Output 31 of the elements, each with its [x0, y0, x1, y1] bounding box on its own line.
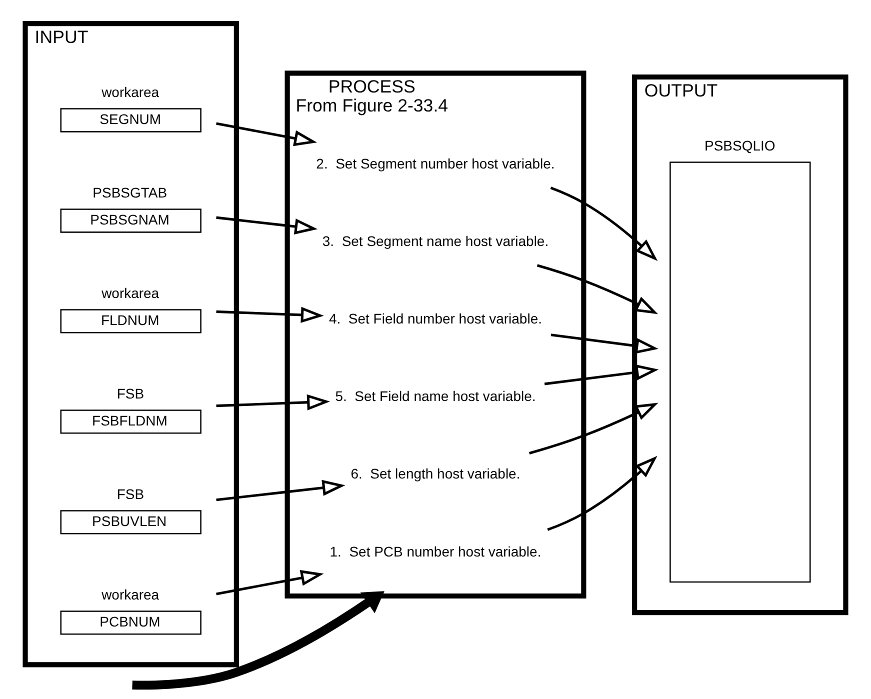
node-label: workarea — [102, 285, 160, 302]
node-box: FLDNUM — [60, 309, 202, 334]
node-text: 1. Set PCB number host variable. — [330, 543, 542, 560]
node-label: PSBSQLIO — [704, 138, 776, 154]
node-label: FSB — [116, 486, 144, 502]
arrow — [216, 122, 318, 146]
node-label: FSB — [116, 386, 144, 402]
arrow — [547, 456, 658, 531]
arrow — [536, 264, 658, 314]
node-text: 4. Set Field number host variable. — [329, 310, 542, 327]
arrow — [550, 334, 658, 354]
node-box: SEGNUM — [60, 108, 202, 132]
node-box: PSBSGNAM — [60, 208, 202, 233]
arrow — [132, 591, 384, 690]
node-text: 6. Set length host variable. — [350, 466, 520, 482]
node-text: 5. Set Field name host variable. — [335, 388, 536, 404]
node-text: 2. Set Segment number host variable. — [316, 155, 555, 172]
node-box: PCBNUM — [60, 610, 202, 635]
arrow — [529, 402, 658, 454]
node-box — [670, 162, 811, 583]
arrow — [216, 394, 330, 410]
node-box: FSBFLDNM — [60, 410, 202, 434]
node-label: PSBSGTAB — [92, 184, 168, 201]
node-text: 3. Set Segment name host variable. — [322, 232, 549, 249]
arrow — [544, 364, 659, 386]
arrow — [216, 570, 324, 596]
arrow — [216, 306, 324, 323]
node-box: PSBUVLEN — [60, 510, 202, 534]
arrow — [550, 186, 658, 262]
node-label: workarea — [102, 586, 160, 603]
node-label: workarea — [102, 84, 160, 100]
